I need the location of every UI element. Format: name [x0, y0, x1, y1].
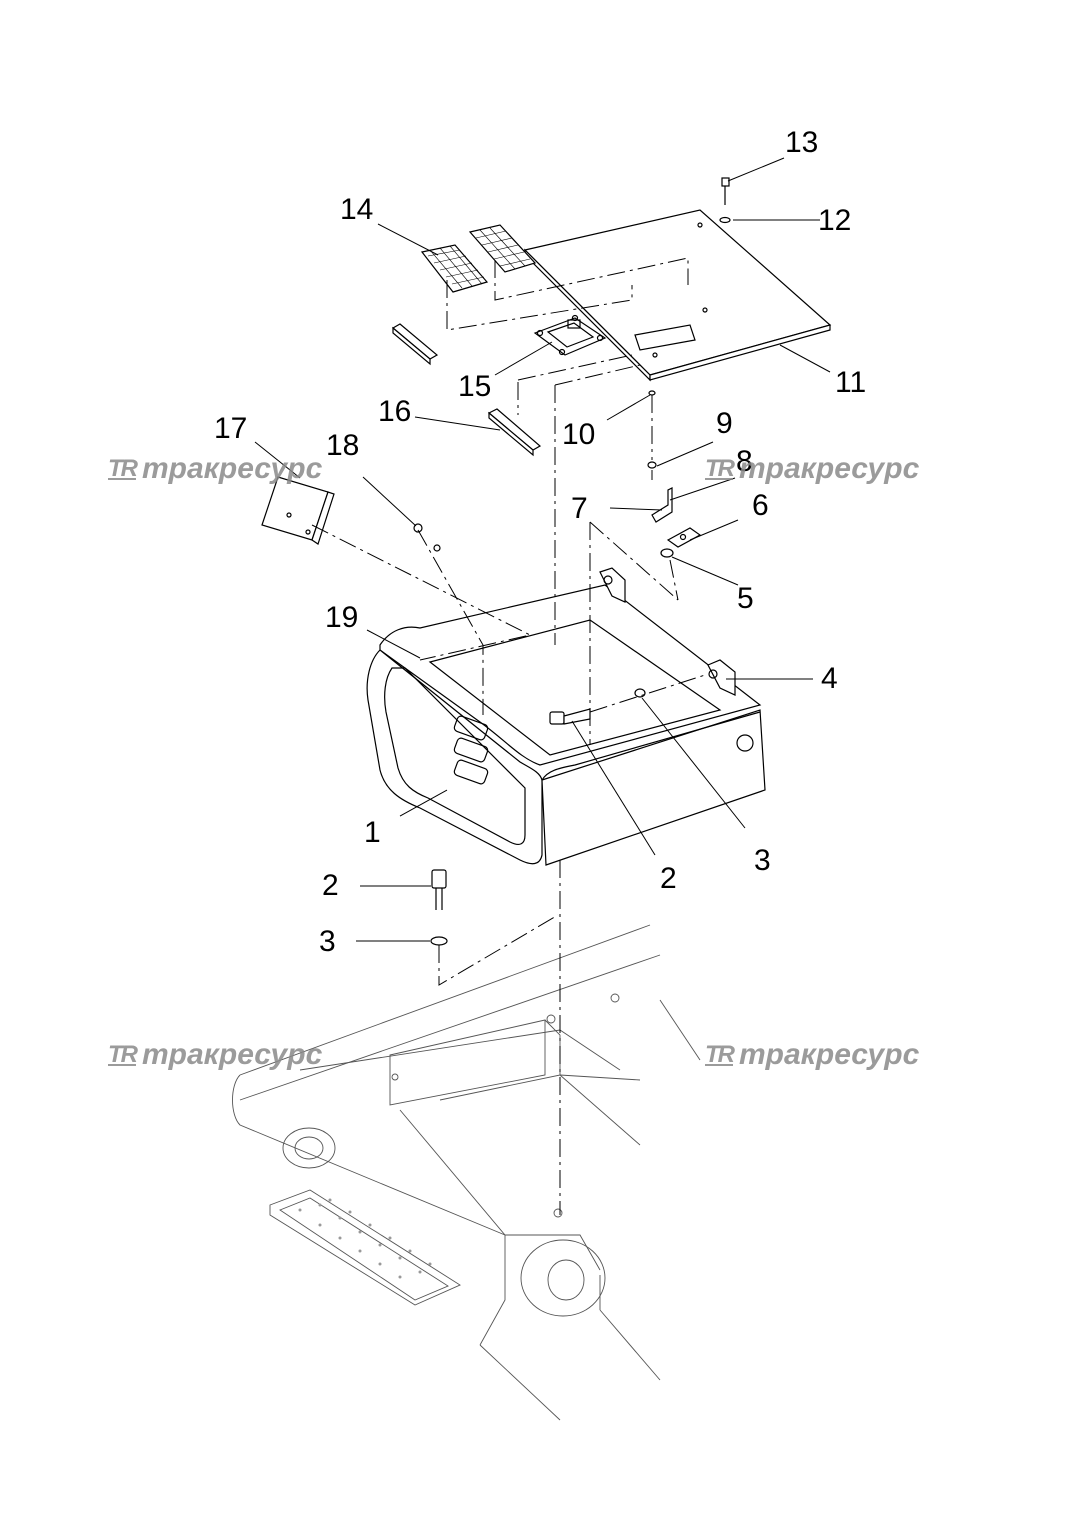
watermark-top-left: TR тракресурс — [108, 452, 322, 486]
callout-3-lower: 3 — [319, 925, 336, 958]
watermark-top-right: TR тракресурс — [705, 452, 919, 486]
grommet-18b — [433, 544, 441, 552]
lock-plate — [533, 314, 607, 356]
callout-18: 18 — [326, 429, 360, 462]
callout-17: 17 — [214, 412, 248, 445]
callout-15: 15 — [458, 370, 492, 403]
cover-plate — [523, 209, 832, 382]
anti-slip-pad-right — [468, 224, 537, 273]
callout-12: 12 — [818, 204, 852, 237]
callout-7: 7 — [571, 492, 588, 525]
bolt-2-lower — [431, 869, 447, 910]
tool-box-body — [366, 567, 766, 866]
washer-3-lower — [430, 936, 448, 946]
watermark-logo: TR — [705, 1041, 735, 1068]
bolt-13 — [721, 177, 730, 205]
callout-9: 9 — [716, 407, 733, 440]
washer-5 — [660, 548, 674, 558]
callout-4: 4 — [821, 662, 838, 695]
grommet-18a — [413, 523, 423, 533]
callout-5: 5 — [737, 582, 754, 615]
leader-lines — [254, 157, 831, 942]
watermark-text: тракресурс — [739, 1038, 920, 1071]
anti-slip-pad-left — [420, 244, 489, 293]
nut-9 — [647, 461, 657, 469]
watermark-bottom-right: TR тракресурс — [705, 1038, 919, 1072]
washer-10 — [648, 390, 656, 396]
rubber-strip-lower — [487, 408, 542, 457]
watermark-text: тракресурс — [142, 1038, 323, 1071]
callout-2-right: 2 — [660, 862, 677, 895]
callout-16: 16 — [378, 395, 412, 428]
callout-14: 14 — [340, 193, 374, 226]
washer-3-right — [634, 688, 646, 698]
watermark-text: тракресурс — [142, 452, 323, 485]
callout-11: 11 — [835, 366, 867, 399]
assembly-lines — [311, 257, 706, 1215]
watermark-logo: TR — [108, 455, 138, 482]
callout-13: 13 — [785, 126, 819, 159]
machine-frame — [232, 924, 701, 1421]
watermark-bottom-left: TR тракресурс — [108, 1038, 322, 1072]
watermark-logo: TR — [108, 1041, 138, 1068]
side-bracket-17 — [261, 476, 335, 545]
callout-8: 8 — [736, 445, 753, 478]
watermark-logo: TR — [705, 455, 735, 482]
callout-1: 1 — [364, 816, 381, 849]
latch-plate-6 — [666, 527, 702, 548]
callout-2-lower: 2 — [322, 869, 339, 902]
callout-6: 6 — [752, 489, 769, 522]
rubber-strip-upper — [391, 323, 439, 366]
watermark-text: тракресурс — [739, 452, 920, 485]
callout-3-right: 3 — [754, 844, 771, 877]
latch-bracket-8 — [651, 487, 673, 523]
callout-10: 10 — [562, 418, 596, 451]
washer-12 — [719, 216, 731, 224]
callout-19: 19 — [325, 601, 359, 634]
